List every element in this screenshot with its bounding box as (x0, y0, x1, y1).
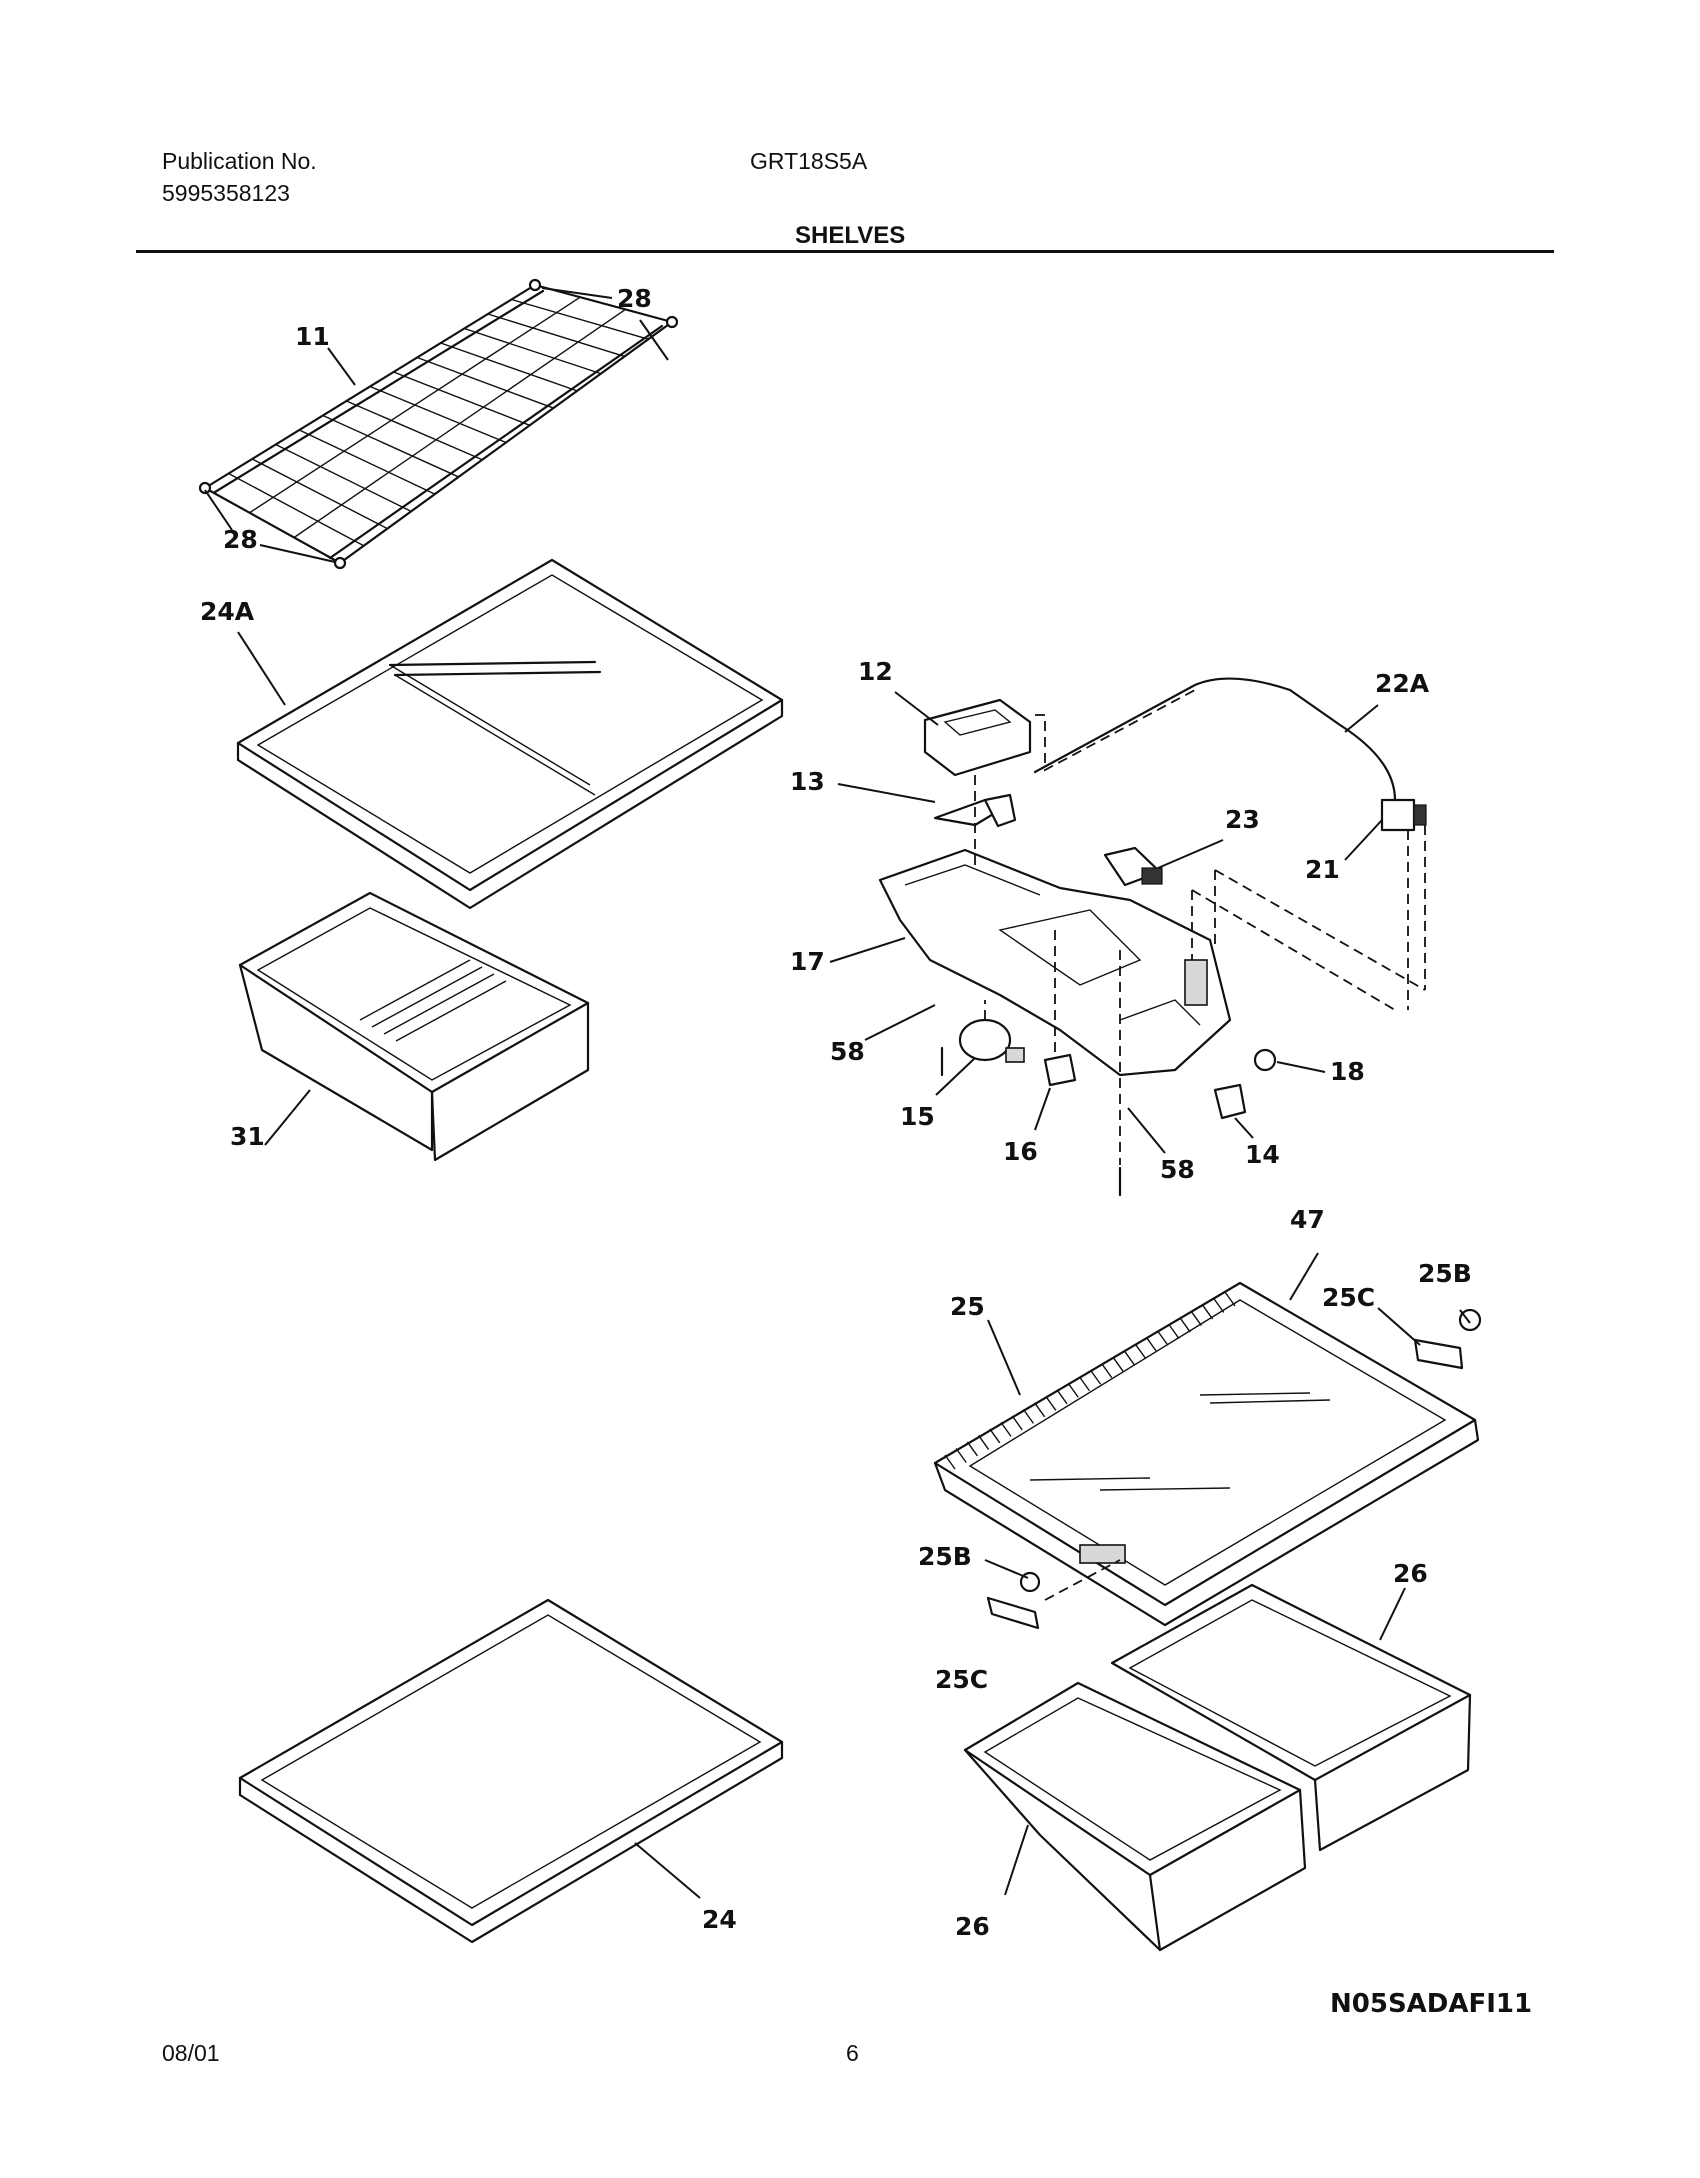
vent-slot (1168, 1324, 1180, 1340)
callout-25: 25 (950, 1292, 985, 1321)
callout-14: 14 (1245, 1140, 1280, 1169)
vent-slot (1190, 1311, 1202, 1326)
drawers-26-drawing (963, 1583, 1472, 1952)
callout-31: 31 (230, 1122, 265, 1151)
vent-slot (1134, 1343, 1146, 1359)
callout-23: 23 (1225, 805, 1260, 834)
wire-rod (369, 385, 507, 444)
framed-shelf-24-drawing (238, 1598, 784, 1944)
framed-shelf-24a-drawing (236, 558, 784, 910)
callout-24a: 24A (200, 597, 255, 626)
callout-15: 15 (900, 1102, 935, 1131)
vent-slot (1202, 1304, 1214, 1320)
vent-slot (978, 1435, 990, 1450)
callout-11: 11 (295, 322, 330, 351)
section-title: SHELVES (795, 222, 906, 249)
model-number: GRT18S5A (750, 148, 868, 174)
callout-18: 18 (1330, 1057, 1365, 1086)
callout-58-left: 58 (830, 1037, 865, 1066)
vent-slot (1123, 1350, 1135, 1366)
callout-26-bottom: 26 (955, 1912, 990, 1941)
vent-slot (944, 1454, 956, 1470)
callout-24: 24 (702, 1905, 737, 1934)
vent-slot (1224, 1291, 1236, 1307)
callout-12: 12 (858, 657, 893, 686)
vent-slot (1045, 1395, 1057, 1411)
callout-25c-top: 25C (1322, 1283, 1375, 1312)
leader-lines (204, 287, 1471, 1899)
callout-47: 47 (1290, 1205, 1325, 1234)
vent-slot (1067, 1382, 1079, 1398)
callout-16: 16 (1003, 1137, 1038, 1166)
vent-slot (1090, 1369, 1102, 1385)
vent-slot (1157, 1330, 1169, 1346)
wire-rod (322, 414, 459, 478)
vent-slot (1022, 1408, 1034, 1424)
callout-28-bottom: 28 (223, 525, 258, 554)
callout-26-top: 26 (1393, 1559, 1428, 1588)
callout-25b-top: 25B (1418, 1259, 1472, 1288)
wire-rod (487, 313, 625, 358)
vent-slot (1112, 1356, 1124, 1372)
wire-rod (346, 400, 483, 461)
header-rule (136, 250, 1554, 253)
page-number: 6 (846, 2040, 859, 2066)
vent-slot (1179, 1317, 1191, 1333)
vent-slot (989, 1428, 1001, 1444)
wire-rod (511, 298, 649, 340)
vent-slot (1078, 1376, 1090, 1392)
vent-slot (1146, 1337, 1158, 1353)
vent-slot (1056, 1389, 1068, 1405)
wire-rod (393, 371, 530, 426)
vent-slot (1213, 1298, 1225, 1313)
control-housing-assembly-drawing (878, 677, 1427, 1197)
wire-rod (298, 429, 436, 495)
callout-17: 17 (790, 947, 825, 976)
callout-28-top: 28 (617, 284, 652, 313)
wire-rod (275, 443, 412, 512)
wire-crossbar (293, 308, 626, 539)
callout-58-right: 58 (1160, 1155, 1195, 1184)
wire-rod (251, 458, 388, 530)
wire-rod (416, 356, 554, 409)
wire-rod (464, 327, 602, 375)
wire-rod (228, 472, 365, 547)
vent-slot (966, 1441, 978, 1457)
vent-slot (1034, 1402, 1046, 1418)
callout-21: 21 (1305, 855, 1340, 884)
footer-date: 08/01 (162, 2040, 220, 2066)
figure-code: N05SADAFI11 (1330, 1989, 1532, 2019)
publication-label: Publication No. (162, 148, 317, 174)
callout-22a: 22A (1375, 669, 1430, 698)
callout-25c-bottom: 25C (935, 1665, 988, 1694)
drawer-31-drawing (238, 891, 590, 1162)
callout-13: 13 (790, 767, 825, 796)
vent-slot (955, 1448, 967, 1463)
glass-shelf-25-drawing (933, 1281, 1482, 1630)
vent-slot (1000, 1421, 1012, 1437)
callout-25b-bottom: 25B (918, 1542, 972, 1571)
vent-slot (1101, 1363, 1113, 1379)
wire-shelf-drawing (198, 278, 679, 570)
wire-rod (440, 342, 578, 392)
wire-crossbar (249, 296, 581, 514)
publication-number: 5995358123 (162, 180, 290, 206)
vent-slot (1011, 1415, 1023, 1431)
